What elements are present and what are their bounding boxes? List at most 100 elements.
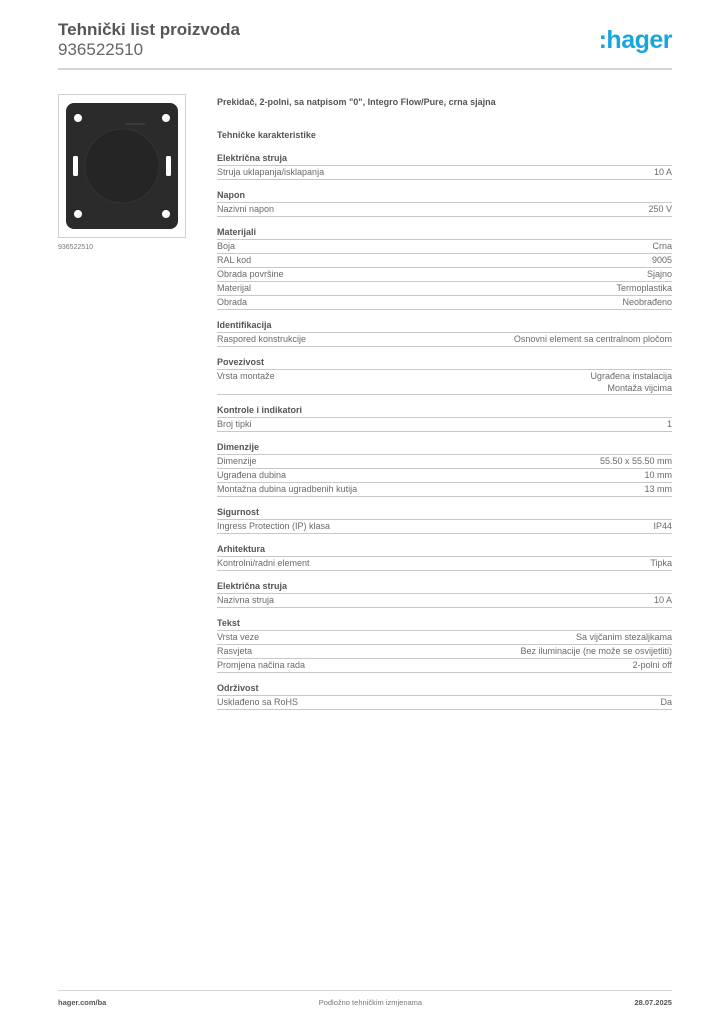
spec-value-line: 55.50 x 55.50 mm bbox=[599, 456, 672, 466]
spec-label: Vrsta montaže bbox=[217, 371, 275, 381]
spec-value-line: Neobrađeno bbox=[622, 297, 672, 307]
spec-value: 10 A bbox=[654, 166, 672, 178]
header-divider bbox=[58, 68, 672, 70]
spec-value-line: Sjajno bbox=[646, 269, 672, 279]
spec-label: Rasvjeta bbox=[217, 646, 253, 656]
spec-value-line: Osnovni element sa centralnom pločom bbox=[513, 334, 672, 344]
spec-row: Broj tipki 1 bbox=[217, 418, 672, 432]
spec-row: Raspored konstrukcije Osnovni element sa … bbox=[217, 333, 672, 347]
tech-title: Tehničke karakteristike bbox=[217, 130, 316, 140]
spec-label: Nazivni napon bbox=[217, 204, 275, 214]
spec-value-line: Crna bbox=[652, 241, 672, 251]
spec-label: Boja bbox=[217, 241, 236, 251]
section-title: Održivost bbox=[217, 682, 672, 696]
spec-value: Tipka bbox=[650, 557, 672, 569]
spec-row: Dimenzije 55.50 x 55.50 mm bbox=[217, 455, 672, 469]
spec-value: IP44 bbox=[653, 520, 672, 532]
spec-label: Nazivna struja bbox=[217, 595, 275, 605]
spec-label: Obrada površine bbox=[217, 269, 284, 279]
spec-value: 13 mm bbox=[644, 483, 672, 495]
product-image bbox=[58, 94, 186, 238]
page-header: Tehnički list proizvoda 936522510 :hager bbox=[58, 20, 673, 60]
spec-value: Neobrađeno bbox=[622, 296, 672, 308]
spec-value-line: 10 A bbox=[653, 167, 672, 177]
section-title: Tekst bbox=[217, 617, 672, 631]
spec-row: Nazivni napon 250 V bbox=[217, 203, 672, 217]
spec-label: Promjena načina rada bbox=[217, 660, 306, 670]
page-footer: hager.com/ba Podložno tehničkim izmjenam… bbox=[58, 998, 672, 1007]
spec-row: Rasvjeta Bez iluminacije (ne može se osvi… bbox=[217, 645, 672, 659]
spec-value: 55.50 x 55.50 mm bbox=[600, 455, 672, 467]
image-caption: 936522510 bbox=[58, 244, 94, 251]
spec-value: Da bbox=[660, 696, 672, 708]
specs-content: Prekidač, 2-polni, sa natpisom "0", Inte… bbox=[217, 94, 672, 719]
spec-value: 1 bbox=[667, 418, 672, 430]
spec-value-line: 1 bbox=[666, 419, 672, 429]
document-title: Tehnički list proizvoda bbox=[58, 20, 240, 39]
spec-label: Materijal bbox=[217, 283, 252, 293]
spec-sections: Električna struja Struja uklapanja/isklap… bbox=[217, 152, 672, 710]
spec-label: Kontrolni/radni element bbox=[217, 558, 310, 568]
section-title: Dimenzije bbox=[217, 441, 672, 455]
section-title: Arhitektura bbox=[217, 543, 672, 557]
section-title: Povezivost bbox=[217, 356, 672, 370]
spec-label: Dimenzije bbox=[217, 456, 257, 466]
spec-row: Kontrolni/radni element Tipka bbox=[217, 557, 672, 571]
section-title: Materijali bbox=[217, 226, 672, 240]
spec-row: Montažna dubina ugradbenih kutija 13 mm bbox=[217, 483, 672, 497]
spec-value-line: 13 mm bbox=[644, 484, 672, 494]
spec-label: Raspored konstrukcije bbox=[217, 334, 307, 344]
spec-value: Sa vijčanim stezaljkama bbox=[576, 631, 672, 643]
spec-value-line: Da bbox=[660, 697, 672, 707]
product-title: Prekidač, 2-polni, sa natpisom "0", Inte… bbox=[217, 97, 496, 107]
spec-value: 10 mm bbox=[644, 469, 672, 481]
spec-value: Termoplastika bbox=[616, 282, 672, 294]
footer-website[interactable]: hager.com/ba bbox=[58, 998, 107, 1007]
footer-divider bbox=[58, 990, 672, 991]
section-title: Napon bbox=[217, 189, 672, 203]
spec-row: Obrada površine Sjajno bbox=[217, 268, 672, 282]
spec-value-line: 250 V bbox=[648, 204, 672, 214]
spec-value: 9005 bbox=[652, 254, 672, 266]
spec-value: 2-polni off bbox=[633, 659, 672, 671]
spec-row: Materijal Termoplastika bbox=[217, 282, 672, 296]
spec-label: Obrada bbox=[217, 297, 248, 307]
spec-row: Nazivna struja 10 A bbox=[217, 594, 672, 608]
hager-logo: :hager bbox=[598, 26, 673, 54]
spec-value-line: IP44 bbox=[653, 521, 672, 531]
spec-value: Bez iluminacije (ne može se osvijetliti) bbox=[520, 645, 672, 657]
spec-label: Montažna dubina ugradbenih kutija bbox=[217, 484, 358, 494]
spec-value-line: 10 mm bbox=[644, 470, 672, 480]
spec-row: Boja Crna bbox=[217, 240, 672, 254]
spec-value-line: Tipka bbox=[650, 558, 672, 568]
spec-value: 10 A bbox=[654, 594, 672, 606]
spec-value-line: 10 A bbox=[653, 595, 672, 605]
switch-plate-icon bbox=[66, 103, 178, 229]
spec-value: 250 V bbox=[648, 203, 672, 215]
spec-row: Promjena načina rada 2-polni off bbox=[217, 659, 672, 673]
spec-value-line: Bez iluminacije (ne može se osvijetliti) bbox=[520, 646, 672, 656]
spec-value: Crna bbox=[652, 240, 672, 252]
section-title: Električna struja bbox=[217, 580, 672, 594]
spec-value-line: Ugrađena instalacija bbox=[590, 371, 672, 381]
spec-label: Broj tipki bbox=[217, 419, 252, 429]
product-number: 936522510 bbox=[58, 40, 144, 59]
spec-value-line: 2-polni off bbox=[632, 660, 672, 670]
spec-value-line: Montaža vijcima bbox=[607, 383, 672, 393]
